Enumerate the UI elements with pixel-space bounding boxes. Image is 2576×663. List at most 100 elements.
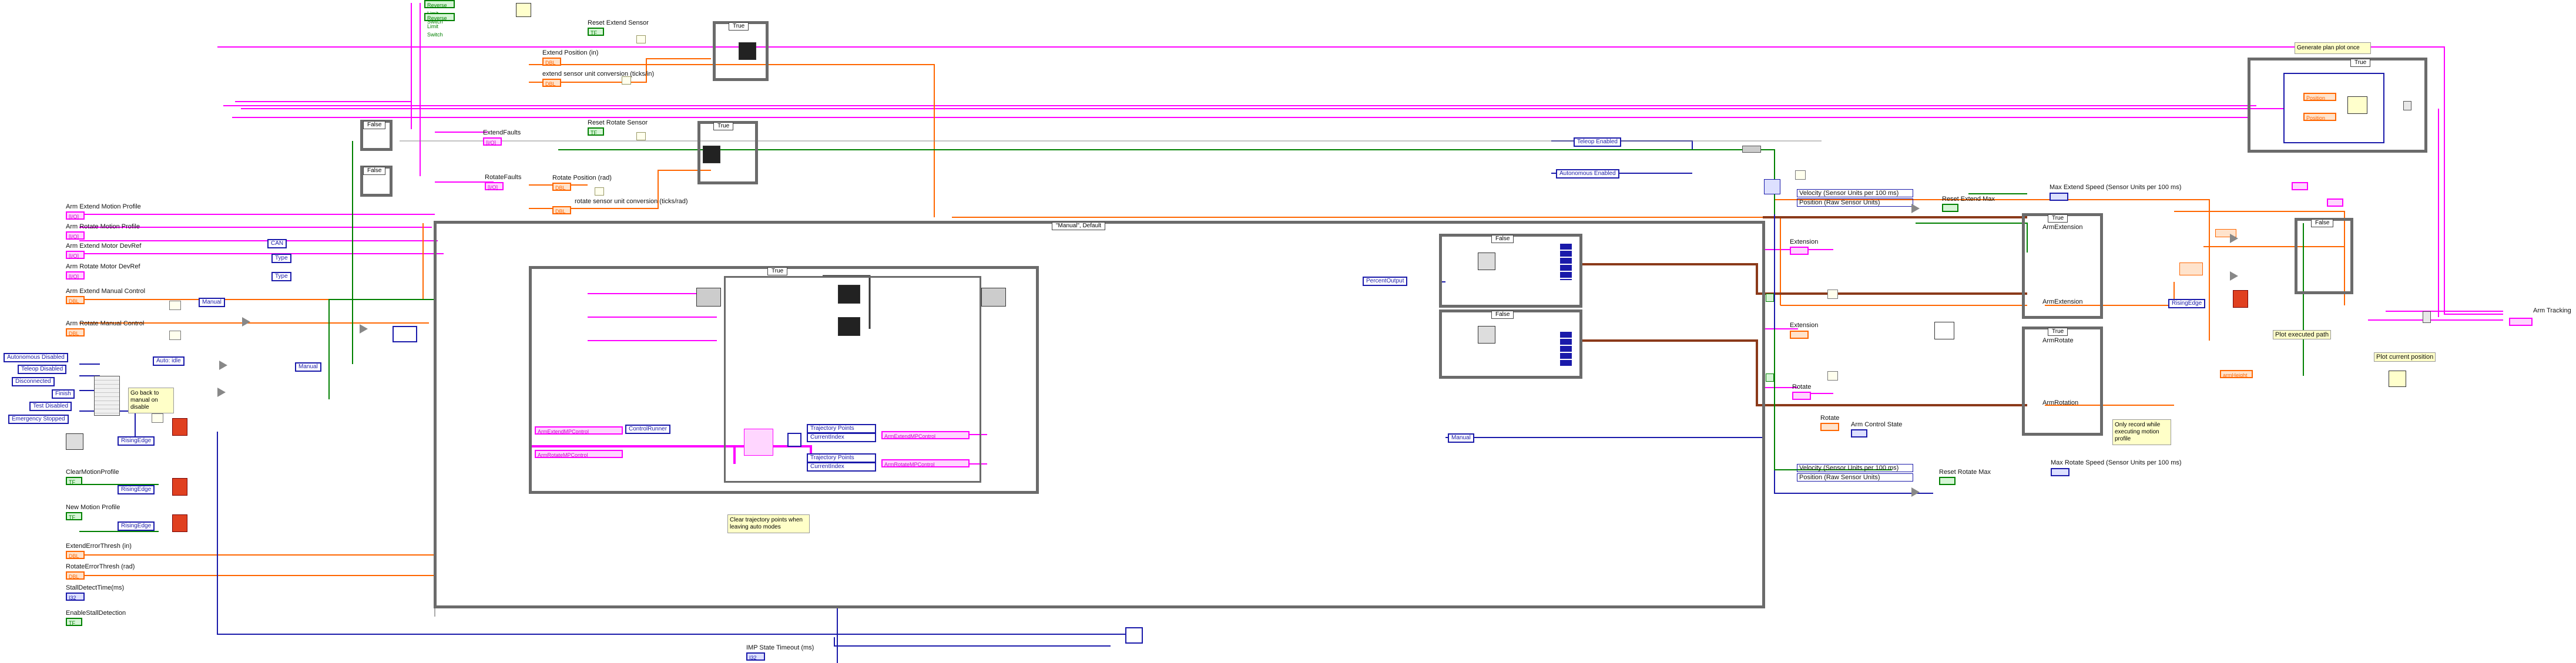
terminal-enable-stall-detection[interactable]: TF [66,618,82,626]
case-selector-false-2[interactable]: False [363,167,386,175]
case-selector-true-top1[interactable]: True [729,22,749,31]
terminal-arm-rotate-motor-devref[interactable]: [I/O] [66,271,85,280]
terminal-new-motion-profile[interactable]: TF [66,512,82,520]
rising-edge-subvi-icon-1[interactable] [172,418,187,436]
terminal-arm-tracking[interactable] [2509,318,2533,326]
terminal-stall-detect-time[interactable]: I32 [66,593,85,601]
enum-manual-2[interactable]: Manual [295,362,321,372]
terminal-rotate-error-thresh[interactable]: DBL [66,571,85,580]
set-rotate-sensor-icon[interactable] [703,146,720,163]
case-selector-true-top2[interactable]: True [713,122,734,130]
ref-arm-rotate-mp[interactable]: ArmRotateMPControl [535,450,623,458]
enum-rising-edge-4[interactable]: RisingEdge [2168,299,2206,308]
terminal-arm-control-state[interactable] [1851,429,1867,437]
enum-finish[interactable]: Finish [52,389,75,399]
rising-edge-subvi-icon-4[interactable] [2233,290,2248,308]
terminal-extend-faults[interactable]: [I/O] [483,137,502,146]
enum-rising-edge-3[interactable]: RisingEdge [118,521,155,531]
label-trajectory-points-1[interactable]: Trajectory Points [807,424,876,433]
terminal-rotate-2[interactable] [1820,423,1839,431]
current-position-icon[interactable] [2389,371,2406,387]
rising-edge-subvi-icon-2[interactable] [172,478,187,496]
terminal-extension[interactable] [1790,247,1809,255]
set-output-node-1 [1560,244,1572,280]
terminal-rotate-faults[interactable]: [I/O] [485,182,504,190]
terminal-extend-sensor-conversion[interactable]: DBL [542,79,561,87]
enum-type-1[interactable]: Type [271,254,291,263]
terminal-reset-rotate-max[interactable] [1939,477,1956,485]
enum-auto-idle[interactable]: Auto: idle [153,356,185,366]
case-selector-inner-true[interactable]: True [767,267,788,275]
terminal-rotate-sensor-conversion[interactable]: DBL [552,206,571,214]
terminal-reverse-limit-switch-2[interactable]: Reverse Limit Switch [424,13,455,38]
terminal-arm-extend-manual-control[interactable]: DBL [66,296,85,304]
imp-state-node [1125,627,1143,644]
case-selector-true-plot[interactable]: True [2350,59,2371,67]
enum-teleop-enabled[interactable]: Teleop Enabled [1574,137,1621,147]
case-selector-false-1[interactable]: False [363,121,386,129]
enum-disconnected[interactable]: Disconnected [12,377,55,386]
terminal-clear-motion-profile[interactable]: TF [66,477,82,485]
terminal-plot-ref-1[interactable] [2292,182,2308,190]
enum-can[interactable]: CAN [267,239,287,248]
enum-control-runner[interactable]: ControlRunner [625,425,671,434]
enum-manual-3[interactable]: Manual [1448,433,1474,443]
out-arm-extend-mp[interactable]: ArmExtendMPControl [881,431,970,439]
terminal-arm-rotate-manual-control[interactable]: DBL [66,328,85,336]
enum-type-2[interactable]: Type [271,272,291,281]
label-current-index-1[interactable]: CurrentIndex [807,433,876,442]
motion-profile-status-icon-2[interactable] [838,317,860,336]
enum-emergency-stopped[interactable]: Emergency Stopped [8,415,69,424]
rising-edge-subvi-icon-3[interactable] [172,514,187,532]
enum-percent-output[interactable]: PercentOutput [1363,277,1408,286]
case-selector-true-right1[interactable]: True [2048,214,2068,223]
control-runner-icon-2[interactable] [981,288,1006,307]
terminal-imp-state-timeout[interactable]: I32 [746,652,765,661]
enum-teleop-disabled[interactable]: Teleop Disabled [18,365,67,374]
terminal-plot-ref-2[interactable] [2327,198,2343,207]
terminal-rotate[interactable] [1792,392,1811,400]
set-output-icon-2[interactable] [1478,326,1495,344]
terminal-reset-extend-max[interactable] [1942,204,1958,212]
set-output-icon-1[interactable] [1478,253,1495,270]
terminal-max-rotate-speed[interactable] [2051,468,2069,476]
enum-autonomous-disabled[interactable]: Autonomous Disabled [4,353,68,362]
enum-test-disabled[interactable]: Test Disabled [29,402,72,411]
terminal-extension-2[interactable] [1790,331,1809,339]
label-current-index-2[interactable]: CurrentIndex [807,462,876,472]
select-node-3 [217,388,226,397]
timer-icon[interactable] [1934,322,1954,339]
case-selector-false-plot2[interactable]: False [2311,219,2334,227]
terminal-reset-extend-sensor[interactable]: TF [588,28,604,36]
terminal-max-extend-speed[interactable] [2050,193,2068,201]
enum-rising-edge-2[interactable]: RisingEdge [118,485,155,494]
terminal-extend-position[interactable]: DBL [542,58,561,66]
terminal-rotate-position[interactable]: DBL [552,183,571,191]
control-runner-icon[interactable] [696,288,721,307]
case-selector-main[interactable]: "Manual", Default [1052,222,1106,230]
terminal-arm-extend-motion-profile[interactable]: [I/O] [66,211,85,220]
enum-manual-1[interactable]: Manual [199,298,225,307]
motion-profile-status-icon[interactable] [838,285,860,304]
label-arm-extension-top: ArmExtension [2042,224,2083,231]
sequence-frame [724,276,981,483]
enum-autonomous-enabled[interactable]: Autonomous Enabled [1556,169,1619,179]
case-selector-false-mid2[interactable]: False [1491,311,1514,319]
case-selector-true-right2[interactable]: True [2048,328,2068,336]
label-plot-executed-path: Plot executed path [2273,330,2332,339]
enum-rising-edge-1[interactable]: RisingEdge [118,436,155,446]
terminal-extend-error-thresh[interactable]: DBL [66,551,85,559]
ref-arm-extend-mp[interactable]: ArmExtendMPControl [535,426,623,435]
terminal-arm-rotate-motion-profile[interactable]: [I/O] [66,231,85,240]
note-generate-plot: Generate plan plot once [2295,42,2371,54]
terminal-reset-rotate-sensor[interactable]: TF [588,127,604,136]
terminal-arm-extend-motor-devref[interactable]: [I/O] [66,251,85,259]
terminal-reverse-limit-switch-1[interactable]: Reverse Limit Switch [424,0,455,25]
xy-plot-icon[interactable] [2347,96,2367,114]
label-trajectory-points-2[interactable]: Trajectory Points [807,453,876,463]
set-sensor-position-icon[interactable] [739,42,756,60]
out-arm-rotate-mp[interactable]: ArmRotateMPControl [881,459,970,467]
label-new-motion-profile: New Motion Profile [66,504,120,511]
case-selector-false-mid1[interactable]: False [1491,235,1514,243]
label-arm-extend-manual-control: Arm Extend Manual Control [66,288,146,295]
